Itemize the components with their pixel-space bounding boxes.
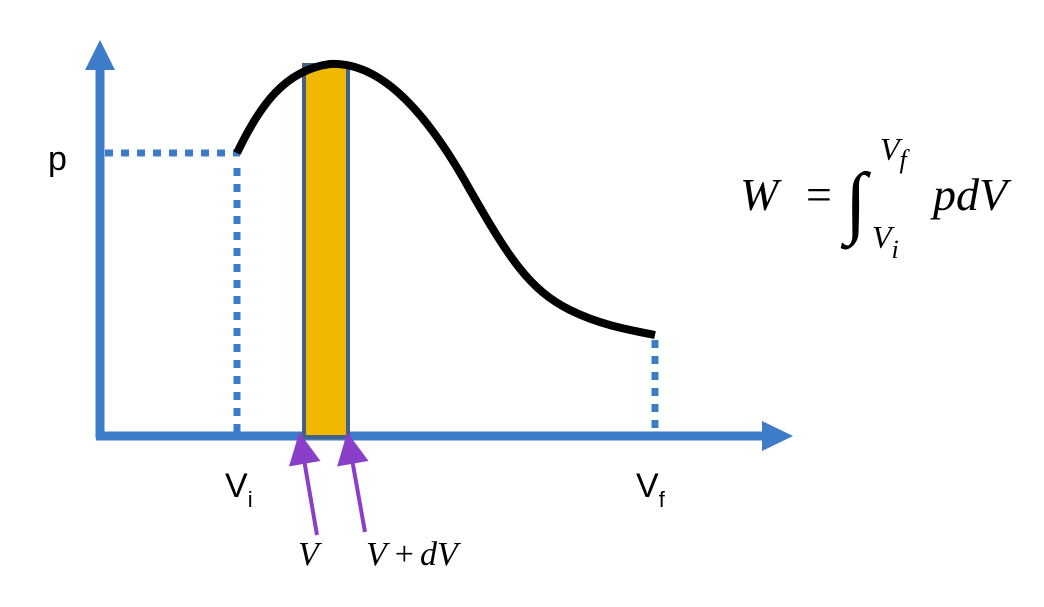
integrand: pdV bbox=[930, 169, 1012, 220]
work-formula: W = ∫ Vf Vi pdV bbox=[740, 131, 1012, 264]
vi-label: Vi bbox=[225, 467, 253, 512]
x-axis-arrowhead bbox=[762, 421, 793, 451]
v-plus-dv-pointer-arrow bbox=[337, 432, 369, 533]
lower-limit: Vi bbox=[872, 219, 899, 264]
integral-sign: ∫ bbox=[840, 158, 872, 250]
formula-equals: = bbox=[803, 169, 834, 220]
v-plus-dv-label: V+dV bbox=[366, 536, 462, 573]
v-pointer-arrow bbox=[288, 432, 321, 536]
pv-curve bbox=[233, 59, 656, 339]
upper-limit: Vf bbox=[880, 131, 911, 174]
vf-label: Vf bbox=[636, 467, 666, 512]
dv-strip bbox=[302, 63, 350, 439]
formula-lhs: W bbox=[740, 169, 782, 220]
v-label: V bbox=[298, 536, 323, 573]
y-axis-arrowhead bbox=[85, 40, 115, 70]
p-label: p bbox=[48, 140, 67, 178]
